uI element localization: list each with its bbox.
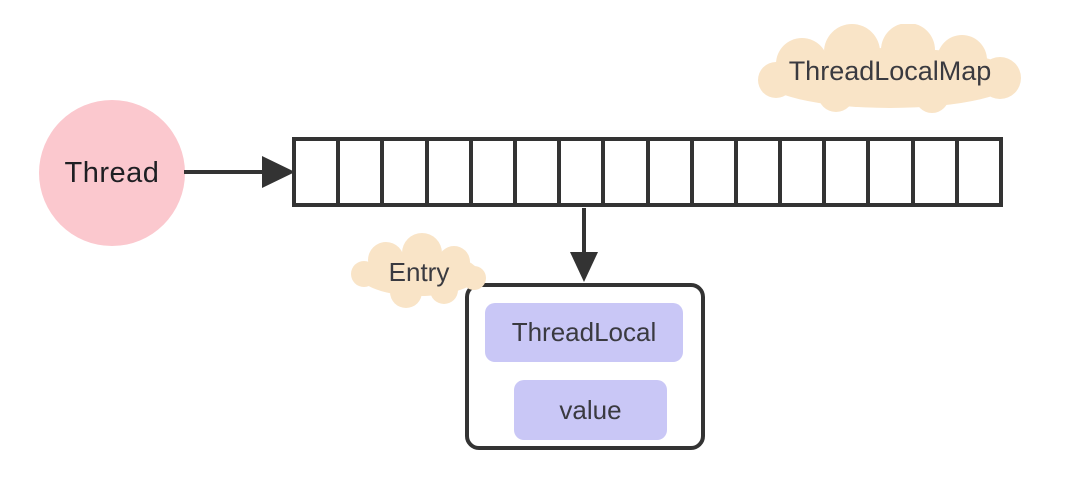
thread-node: Thread bbox=[39, 100, 185, 246]
array-cell-0 bbox=[296, 141, 341, 203]
array-cell-10 bbox=[738, 141, 783, 203]
cloud-shape bbox=[351, 233, 486, 308]
entry-field-threadlocal: ThreadLocal bbox=[485, 303, 683, 362]
array-cell-15 bbox=[959, 141, 999, 203]
array-cell-4 bbox=[473, 141, 517, 203]
array-cell-7 bbox=[605, 141, 650, 203]
array-cell-6 bbox=[561, 141, 606, 203]
arrowhead-icon bbox=[570, 252, 598, 282]
threadlocalmap-cloud bbox=[758, 24, 1021, 113]
array-cell-1 bbox=[340, 141, 385, 203]
array-cell-8 bbox=[650, 141, 694, 203]
array-cell-3 bbox=[429, 141, 473, 203]
cell-to-entry-arrow bbox=[570, 208, 598, 282]
entry-field-threadlocal-label: ThreadLocal bbox=[511, 317, 657, 347]
threadlocalmap-bucket-array bbox=[292, 137, 1003, 207]
entry-field-value-label: value bbox=[559, 394, 622, 425]
array-cell-11 bbox=[782, 141, 827, 203]
array-cell-2 bbox=[384, 141, 429, 203]
thread-to-map-arrow bbox=[184, 156, 295, 188]
arrowhead-icon bbox=[262, 156, 295, 188]
entry-cloud bbox=[351, 233, 486, 308]
thread-label: Thread bbox=[64, 156, 160, 189]
array-cell-14 bbox=[915, 141, 959, 203]
array-cell-13 bbox=[870, 141, 915, 203]
array-cell-9 bbox=[694, 141, 738, 203]
array-cell-12 bbox=[826, 141, 871, 203]
entry-box: ThreadLocal value bbox=[465, 283, 705, 450]
cloud-shape bbox=[758, 24, 1021, 113]
array-cell-5 bbox=[517, 141, 562, 203]
entry-field-value: value bbox=[514, 380, 667, 440]
